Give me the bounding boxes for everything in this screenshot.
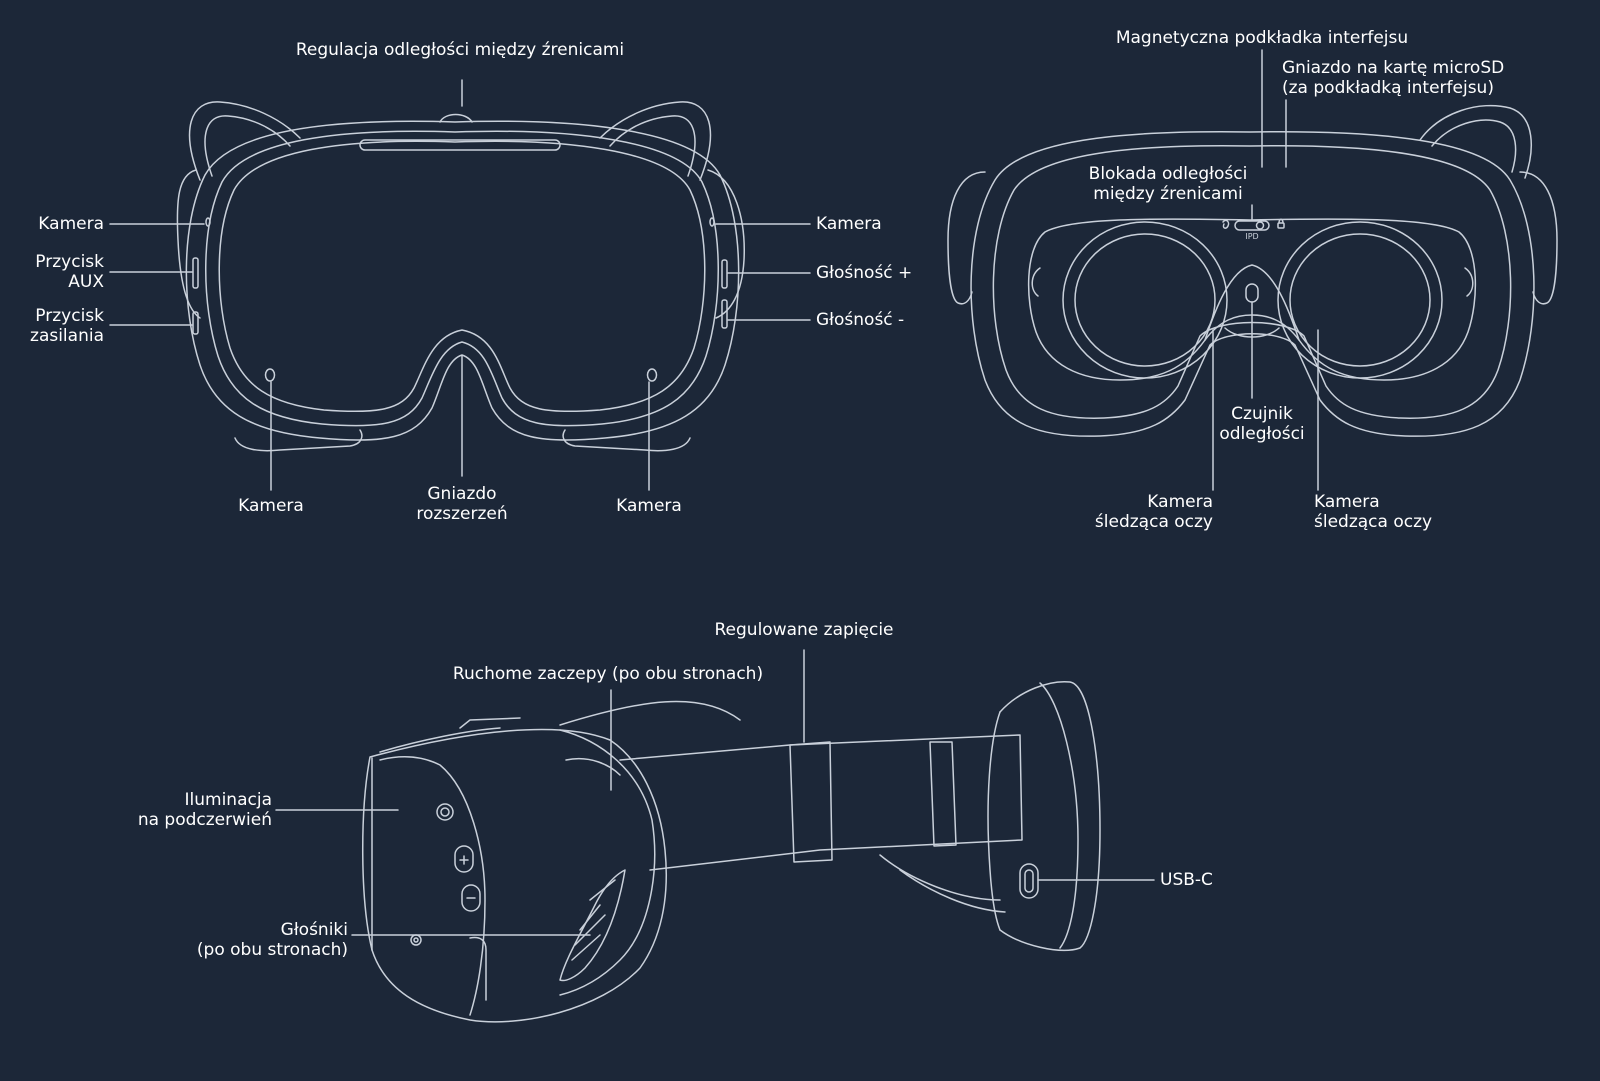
label-movable-hooks: Ruchome zaczepy (po obu stronach): [452, 664, 764, 684]
ipd-marking-text: IPD: [1245, 232, 1258, 241]
front-view-headset: [176, 101, 745, 452]
back-view-headset: IPD: [947, 104, 1558, 437]
label-magnetic-pad: Magnetyczna podkładka interfejsu: [1115, 28, 1409, 48]
label-speakers: Głośniki (po obu stronach): [196, 920, 348, 960]
label-eye-camera-left: Kamera śledząca oczy: [1094, 492, 1213, 532]
label-camera-left: Kamera: [38, 214, 104, 234]
label-camera-bottom-left: Kamera: [238, 496, 304, 516]
label-ir-illumination: Iluminacja na podczerwień: [137, 790, 272, 830]
label-proximity-sensor: Czujnik odległości: [1219, 404, 1305, 444]
label-ipd-lock: Blokada odległości między źrenicami: [1088, 164, 1248, 204]
label-usb-c: USB-C: [1160, 870, 1213, 890]
label-power-button: Przycisk zasilania: [30, 306, 104, 346]
label-microsd-slot: Gniazdo na kartę microSD (za podkładką i…: [1282, 58, 1505, 98]
label-expansion-port: Gniazdo rozszerzeń: [416, 484, 508, 524]
label-ipd-adjustment: Regulacja odległości między źrenicami: [295, 40, 625, 60]
label-aux-button: Przycisk AUX: [35, 252, 104, 292]
label-volume-up: Głośność +: [816, 263, 913, 283]
label-volume-down: Głośność -: [816, 310, 905, 330]
label-camera-right: Kamera: [816, 214, 882, 234]
side-view-headset: [362, 681, 1101, 1023]
label-adjustable-clasp: Regulowane zapięcie: [714, 620, 894, 640]
label-camera-bottom-right: Kamera: [616, 496, 682, 516]
label-eye-camera-right: Kamera śledząca oczy: [1314, 492, 1433, 532]
